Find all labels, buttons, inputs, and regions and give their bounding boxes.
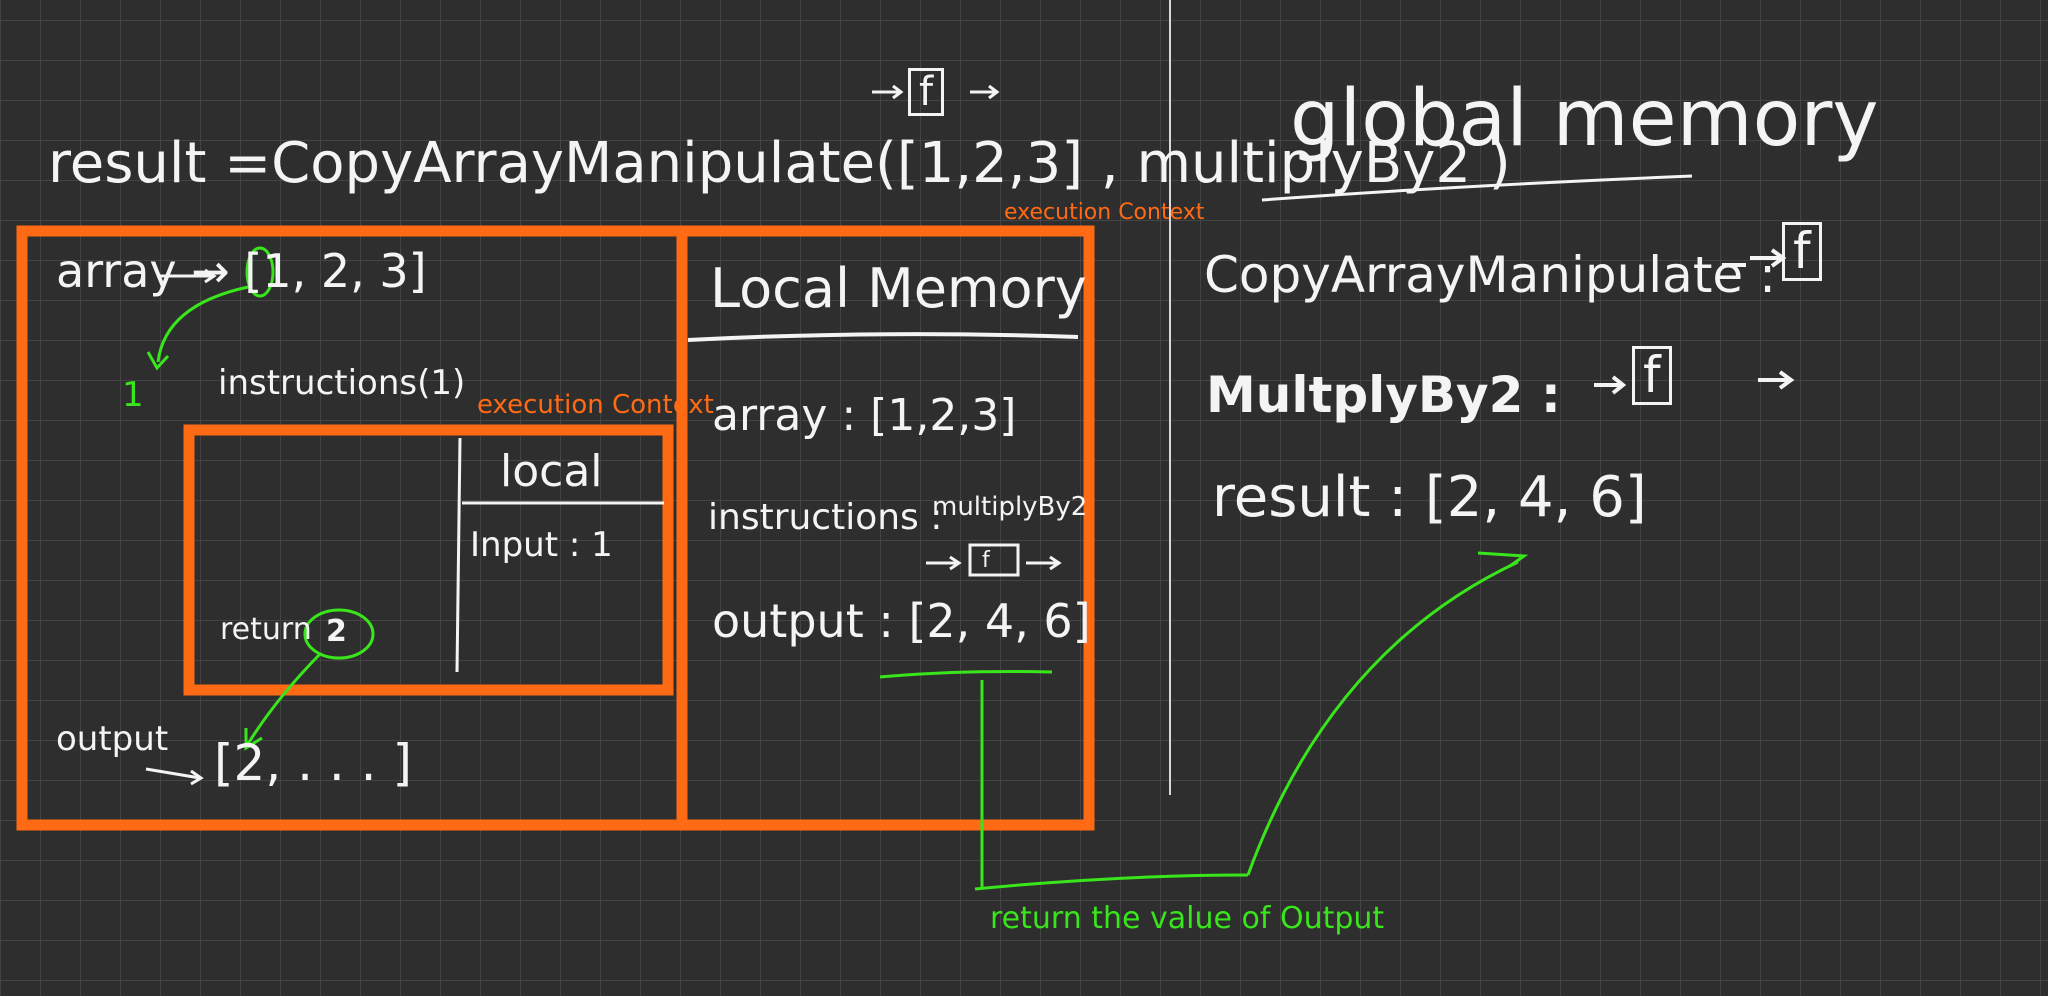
global-memory-title: global memory xyxy=(1290,74,1879,164)
return-value-arrowhead xyxy=(244,728,263,751)
local-function-icon: f xyxy=(982,548,990,573)
inner-input-line: Input : 1 xyxy=(470,525,613,565)
global-memory-underline xyxy=(1261,174,1693,202)
inner-context-label: execution Context xyxy=(477,390,714,420)
local-array-line: array : [1,2,3] xyxy=(712,390,1017,441)
instructions-call: instructions(1) xyxy=(218,363,466,403)
global-function-arrows xyxy=(1594,248,1795,395)
local-instructions-label: instructions : xyxy=(708,497,943,538)
first-element-circle xyxy=(245,246,275,298)
inner-return-value: 2 xyxy=(326,614,347,649)
global-copy-fn-label: CopyArrayManipulate : xyxy=(1204,246,1776,304)
inner-local-header: local xyxy=(500,446,603,497)
inner-return-label: return xyxy=(220,612,312,647)
outer-context-label: execution Context xyxy=(1004,200,1205,225)
local-function-arrows xyxy=(926,543,1062,577)
local-memory-title: Local Memory xyxy=(710,257,1087,320)
return-value-arrow xyxy=(246,652,322,745)
output-arrow xyxy=(145,767,204,786)
green-annotations xyxy=(146,246,1529,891)
output-label: output xyxy=(56,719,169,759)
return-line-arrowhead xyxy=(1477,551,1529,568)
local-memory-underline xyxy=(687,332,1079,342)
return-note: return the value of Output xyxy=(990,901,1385,936)
return-value-circle xyxy=(303,608,375,660)
outer-execution-context-frame xyxy=(16,225,1095,831)
return-line-across xyxy=(974,873,1249,891)
function-icon: f xyxy=(1782,222,1822,281)
global-copy-fn-box: f xyxy=(1782,222,1822,281)
first-element-arrow xyxy=(156,285,249,363)
outer-array-line: array → [1, 2, 3] xyxy=(56,244,427,298)
first-element-arrowhead xyxy=(146,351,170,371)
array-arrow xyxy=(160,268,217,284)
inner-local-divider xyxy=(455,437,462,673)
first-element-value: 1 xyxy=(122,375,144,415)
function-icon: f xyxy=(1632,346,1672,405)
inner-execution-context-frame xyxy=(183,424,674,696)
global-multiply-box: f xyxy=(1632,346,1672,405)
call-arrows xyxy=(872,84,1000,100)
local-instructions-value: multiplyBy2 xyxy=(932,492,1088,522)
call-function-box: f xyxy=(908,68,945,116)
local-output-line: output : [2, 4, 6] xyxy=(712,594,1091,648)
function-icon: f xyxy=(908,68,945,116)
global-result-line: result : [2, 4, 6] xyxy=(1212,465,1647,530)
call-expression: result =CopyArrayManipulate([1,2,3] , mu… xyxy=(48,131,1511,196)
global-multiply-label: MultplyBy2 : xyxy=(1206,366,1561,424)
output-array: [2, . . . ] xyxy=(214,734,412,792)
return-line-up xyxy=(1246,560,1519,876)
output-underline xyxy=(879,670,1053,679)
